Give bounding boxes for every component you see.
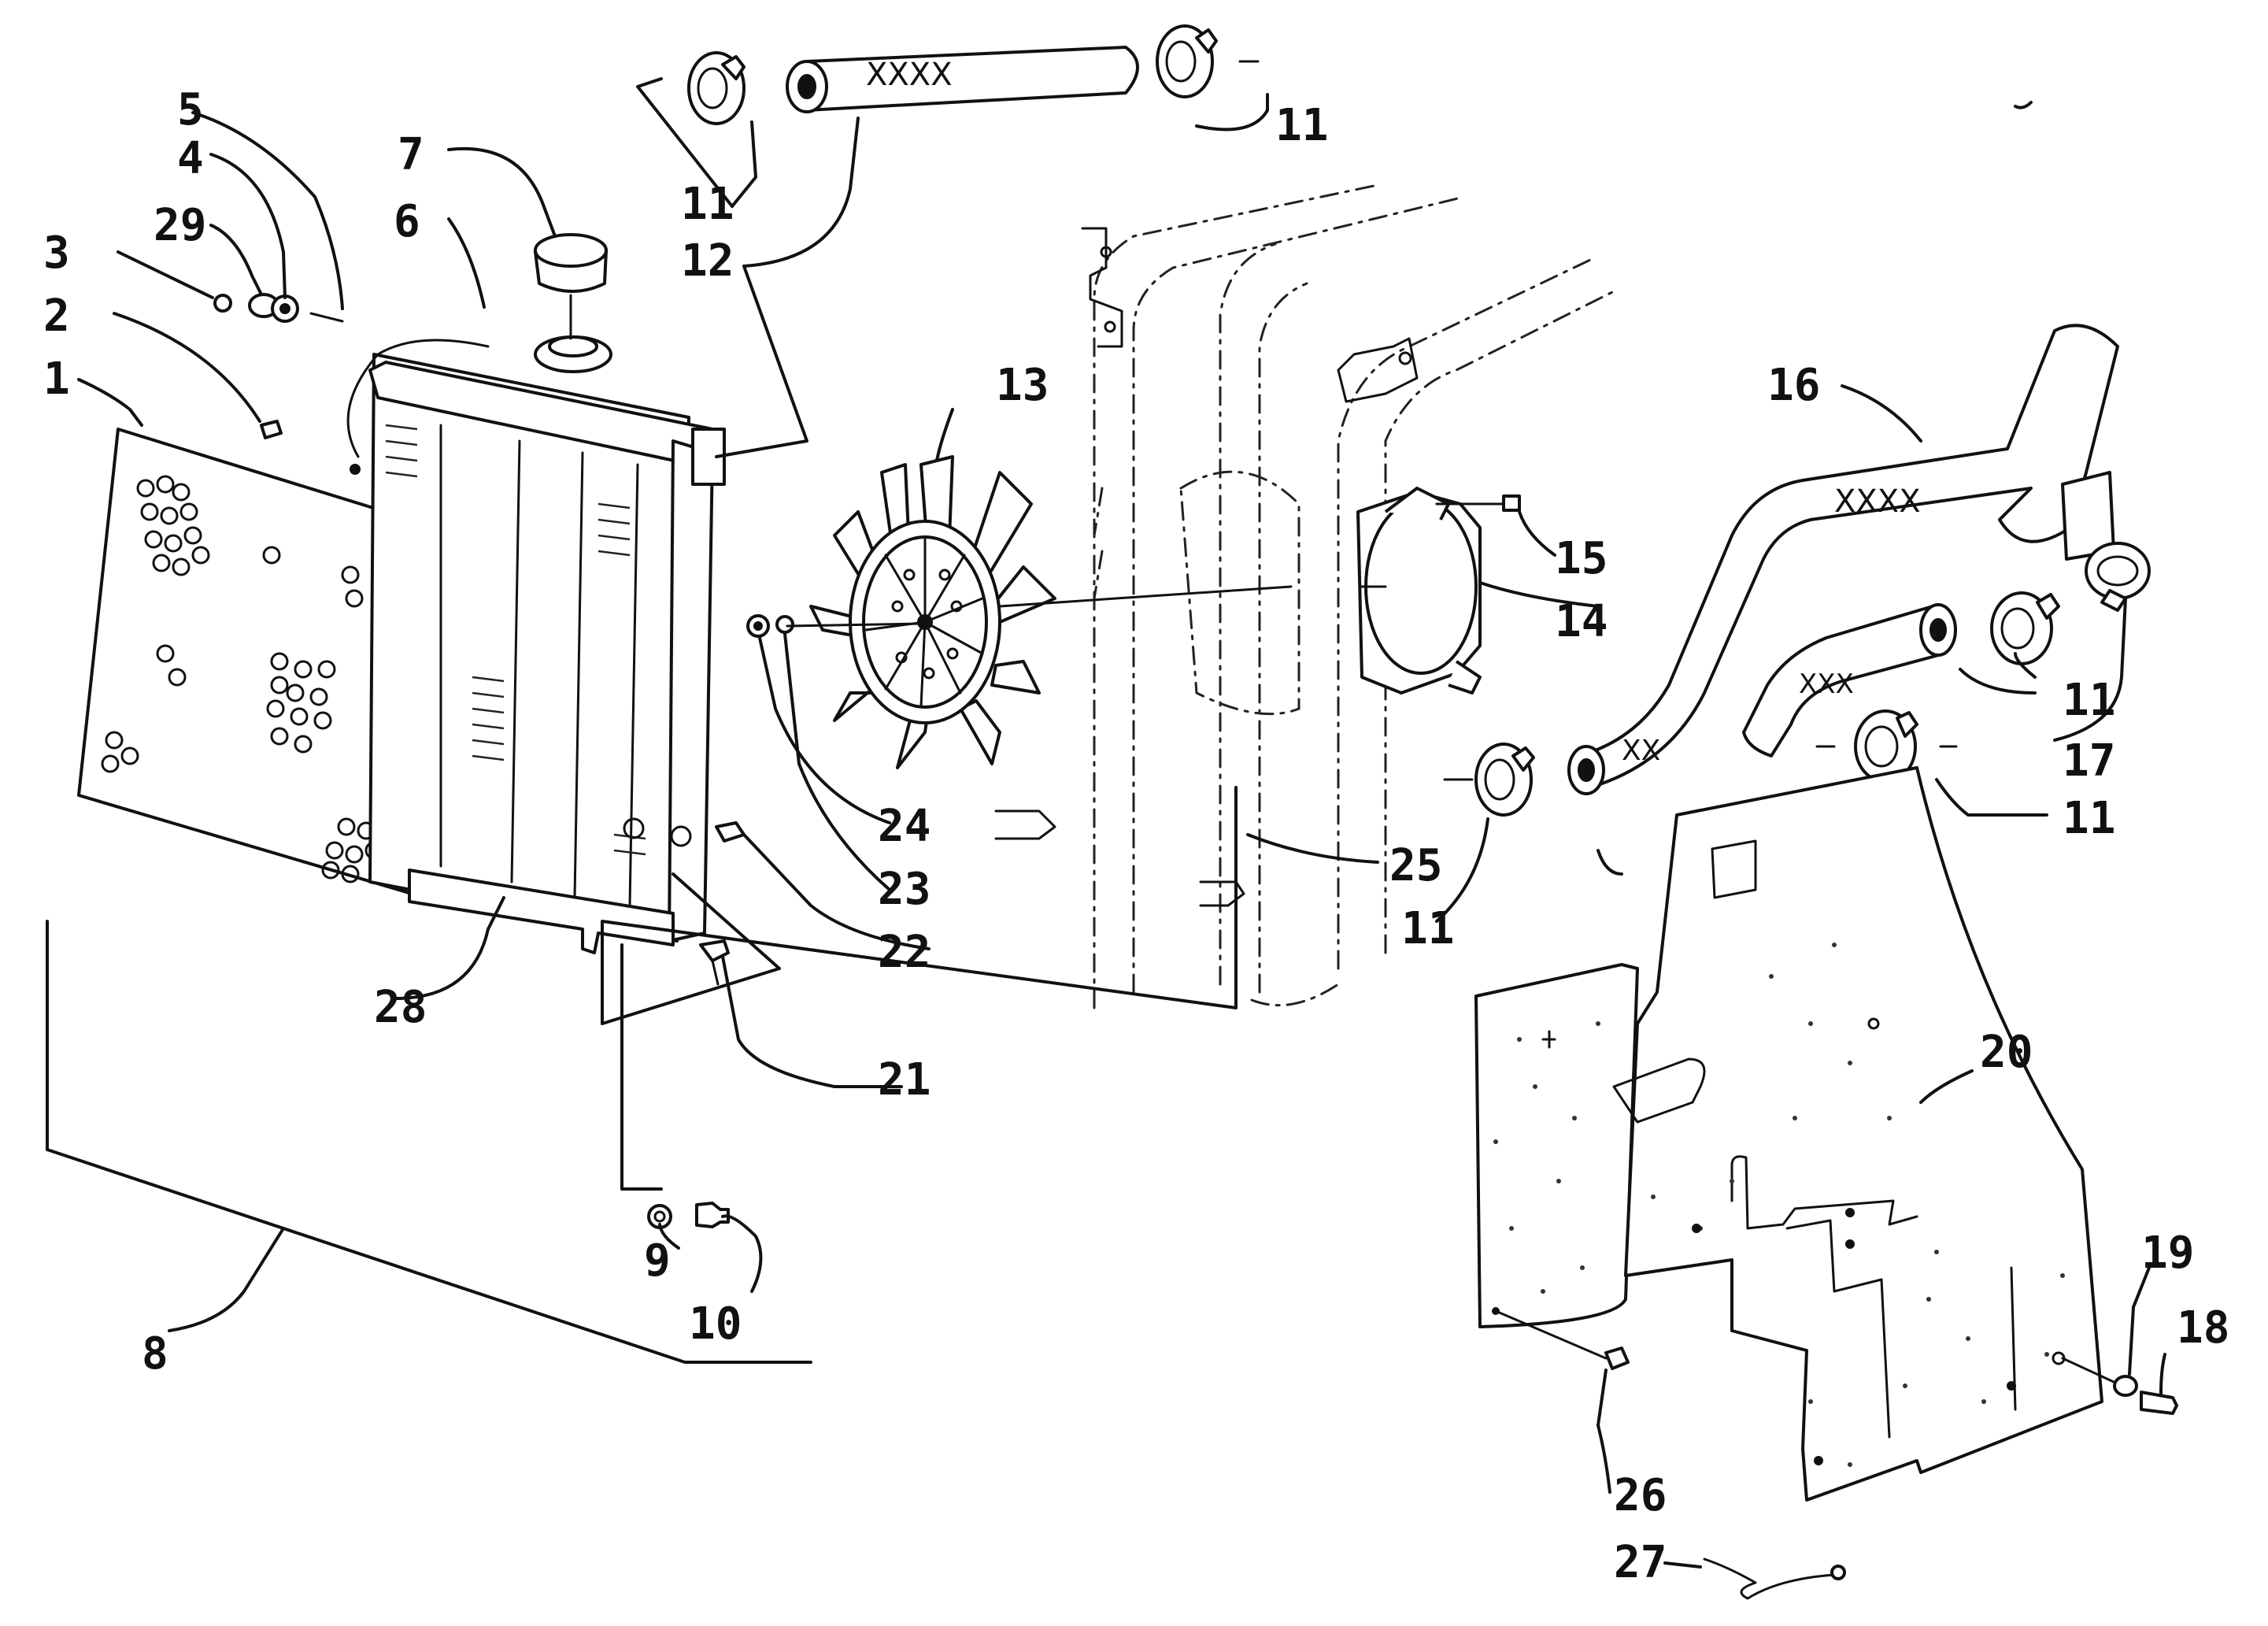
svg-text:XXXX: XXXX [1834,483,1921,520]
callout-1: 1 [43,354,70,405]
callout-18: 18 [2177,1302,2229,1354]
callout-27: 27 [1614,1537,1667,1588]
radiator-cap [534,233,612,373]
callout-11-top-right: 11 [1275,100,1328,151]
fan-motor [1356,487,1521,694]
callout-10: 10 [689,1298,742,1350]
hose-clamps [1443,542,2151,817]
svg-text:XXXX: XXXX [866,57,953,93]
callout-15: 15 [1555,533,1608,584]
callout-25: 25 [1389,840,1442,891]
lower-radiator-hose: XXXX XX [1567,324,2119,795]
callout-numbers: 1 2 3 29 4 5 6 7 8 9 10 11 12 11 13 14 1… [43,84,2229,1588]
callout-28: 28 [374,982,427,1033]
callout-17: 17 [2063,735,2115,787]
bypass-hose: XXX [1742,603,1957,757]
callout-22: 22 [878,927,931,978]
callout-4: 4 [177,133,204,184]
upper-radiator-hose: XXXX [687,24,1260,125]
callout-26: 26 [1614,1470,1667,1521]
callout-3: 3 [43,228,70,279]
callout-6: 6 [394,196,420,247]
callout-2: 2 [43,291,70,342]
panel-fasteners [1494,1309,2178,1600]
callout-5: 5 [177,84,204,135]
callout-24: 24 [878,801,931,852]
callout-13: 13 [996,360,1049,411]
side-shield-panel [1474,766,2103,1502]
callout-11-middle: 11 [1401,903,1454,954]
callout-19: 19 [2141,1228,2194,1279]
callout-14: 14 [1555,596,1608,647]
radiator-core [346,339,726,954]
callout-16: 16 [1767,360,1820,411]
bracket-hardware [699,614,794,986]
callout-12: 12 [681,235,734,287]
overflow-hardware [213,293,344,439]
callout-9: 9 [644,1235,671,1287]
callout-7: 7 [398,129,424,180]
callout-11-top-left: 11 [681,179,734,230]
callout-11-right-lower: 11 [2063,793,2115,844]
vehicle-frame-outline [994,183,1615,1009]
cooling-fan [786,455,1293,769]
callout-8: 8 [142,1328,168,1380]
svg-text:XX: XX [1622,735,1660,767]
callout-21: 21 [878,1054,931,1106]
callout-20: 20 [1980,1027,2033,1078]
callout-23: 23 [878,864,931,915]
svg-text:XXX: XXX [1799,669,1854,700]
callout-11-right-upper: 11 [2063,675,2115,726]
callout-29: 29 [154,200,206,251]
leader-lines [46,77,2166,1569]
